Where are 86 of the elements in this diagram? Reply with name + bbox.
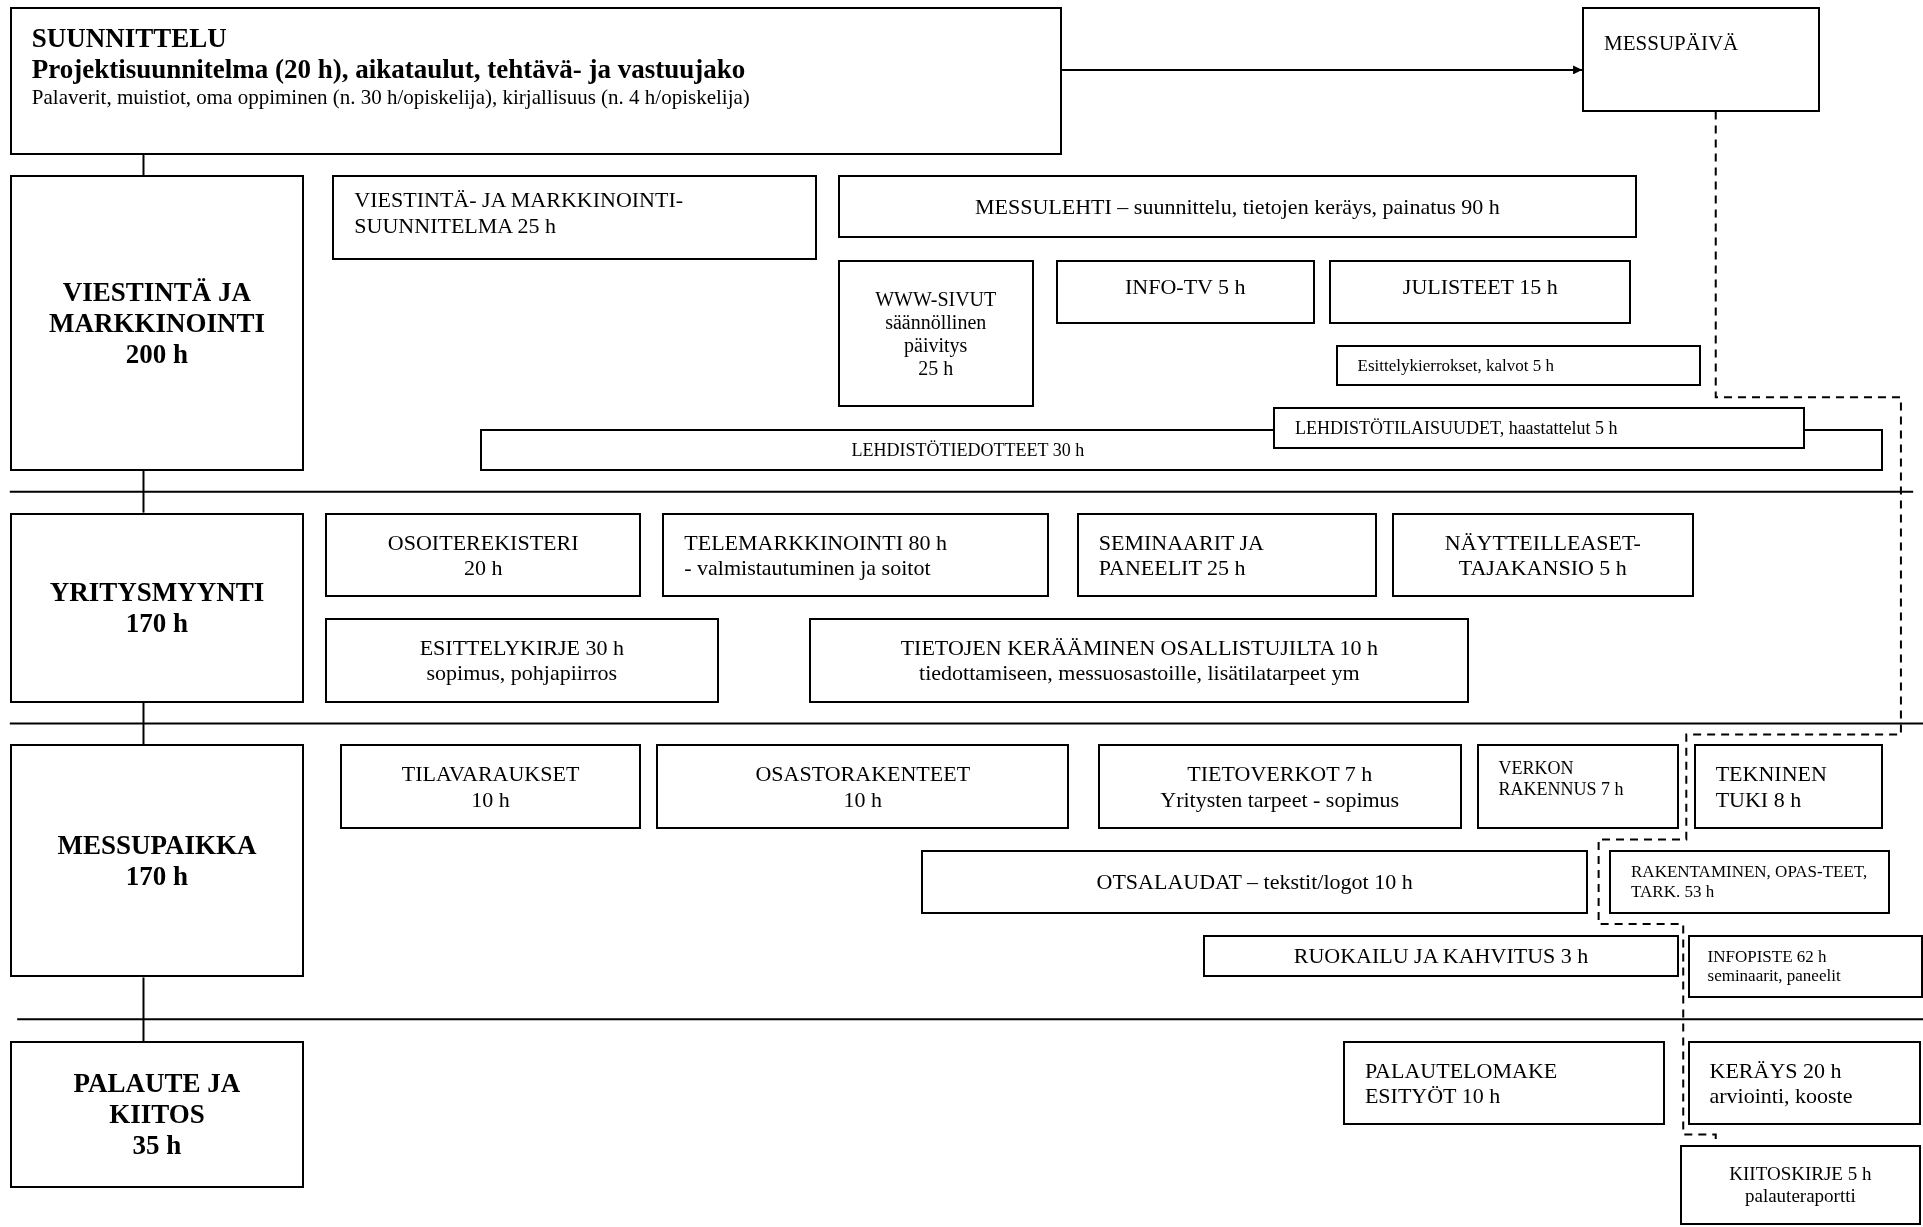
task-box: [1680, 1145, 1921, 1226]
phase-box: [9, 744, 305, 978]
task-box: [1391, 512, 1694, 598]
box-text: - valmistautuminen ja soitot: [684, 554, 931, 581]
box-title: LEHDISTÖTIEDOTTEET 30 h: [851, 439, 1085, 461]
task-box: [1342, 1041, 1666, 1125]
task-box: [332, 175, 817, 260]
task-box: [921, 849, 1589, 914]
box-title: MESSUPAIKKA: [57, 829, 257, 861]
task-box: [1693, 744, 1883, 830]
box-title: TELEMARKKINOINTI 80 h: [684, 529, 947, 555]
box-title: INFO-TV 5 h: [1125, 274, 1246, 300]
box-text: 170 h: [125, 860, 189, 892]
box-title: KIITOSKIRJE 5 h: [1729, 1163, 1872, 1186]
phase-note: Palaverit, muistiot, oma oppiminen (n. 30 h/opiskelija), kirjallisuus (n. 4 h/opiskelija): [31, 85, 750, 110]
box-title: INFOPISTE 62 h: [1707, 946, 1827, 967]
box-title: MESSUPÄIVÄ: [1604, 31, 1739, 56]
box-text: tiedottamiseen, messuosastoille, lisätilatarpeet ym: [919, 660, 1360, 686]
box-title: OTSALAUDAT – tekstit/logot 10 h: [1096, 869, 1413, 895]
box-title: WWW-SIVUT: [875, 287, 997, 311]
box-text: 10 h: [471, 786, 510, 812]
arrow: [1061, 65, 1584, 75]
task-box: [1055, 260, 1315, 324]
task-box: [1687, 934, 1923, 999]
task-box: [325, 512, 642, 598]
box-title: PALAUTE JA KIITOS: [72, 1068, 242, 1131]
task-box: [1687, 1041, 1921, 1125]
connector-line: [142, 701, 145, 746]
box-title: RAKENTAMINEN, OPAS-TEET, TARK. 53 h: [1631, 862, 1869, 902]
box-text: 170 h: [125, 607, 189, 639]
box-text: 200 h: [125, 338, 189, 370]
box-title: Esittelykierrokset, kalvot 5 h: [1357, 355, 1554, 376]
box-text: 10 h: [843, 786, 882, 812]
task-box: [1329, 260, 1632, 324]
task-box: [837, 175, 1638, 238]
box-title: TIETOVERKOT 7 h: [1187, 761, 1373, 787]
box-text: 20 h: [463, 554, 503, 581]
box-text: arviointi, kooste: [1709, 1082, 1853, 1109]
task-box: [1273, 407, 1806, 449]
box-text: Yritysten tarpeet - sopimus: [1160, 786, 1400, 812]
box-text: palauteraportti: [1744, 1185, 1856, 1208]
phase-box: [9, 1041, 305, 1189]
task-box: [1203, 934, 1679, 978]
task-box: [656, 744, 1070, 830]
box-text: säännöllinen päivitys: [884, 310, 988, 357]
box-text: seminaarit, paneelit: [1707, 966, 1841, 986]
box-title: LEHDISTÖTILAISUUDET, haastattelut 5 h: [1295, 417, 1618, 439]
box-text: 35 h: [132, 1130, 182, 1162]
task-box: [1097, 744, 1462, 830]
task-box: [9, 7, 1063, 155]
box-title: YRITYSMYYNTI: [49, 576, 265, 608]
task-box: [1582, 7, 1820, 112]
box-title: ESITTELYKIRJE 30 h: [419, 635, 624, 661]
box-title: PALAUTELOMAKE ESITYÖT 10 h: [1364, 1057, 1559, 1109]
box-title: TIETOJEN KERÄÄMINEN OSALLISTUJILTA 10 h: [900, 635, 1378, 661]
box-title: KERÄYS 20 h: [1709, 1057, 1842, 1083]
phase-subtitle: Projektisuunnitelma (20 h), aikataulut, tehtävä- ja vastuujako: [31, 54, 746, 86]
task-box: [809, 618, 1470, 703]
box-title: OSASTORAKENTEET: [755, 761, 971, 787]
box-title: TEKNINEN TUKI 8 h: [1715, 761, 1828, 812]
box-title: VERKON RAKENNUS 7 h: [1498, 758, 1625, 800]
connector-line: [142, 153, 145, 177]
connector-line: [142, 469, 145, 514]
task-box: [1609, 849, 1890, 914]
box-text: sopimus, pohjapiirros: [426, 660, 618, 686]
phase-box: [9, 512, 305, 703]
box-text: 25 h: [918, 356, 954, 380]
box-title: VIESTINTÄ JA MARKKINOINTI: [47, 276, 266, 339]
box-title: TILAVARAUKSET: [401, 761, 580, 787]
box-title: RUOKAILU JA KAHVITUS 3 h: [1293, 943, 1589, 969]
task-box: [837, 260, 1034, 408]
box-title: MESSULEHTI – suunnittelu, tietojen keräys, painatus 90 h: [975, 194, 1500, 220]
task-box: [325, 618, 719, 703]
phase-box: [9, 175, 305, 471]
task-box: [1335, 344, 1701, 387]
task-box: [1476, 744, 1679, 830]
task-box: [662, 512, 1049, 598]
task-box: [1076, 512, 1378, 598]
phase-title: SUUNNITTELU: [31, 23, 227, 55]
connector-line: [142, 976, 145, 1043]
box-title: VIESTINTÄ- JA MARKKINOINTI-SUUNNITELMA 25 h: [354, 187, 685, 238]
task-box: [339, 744, 642, 830]
box-title: JULISTEET 15 h: [1402, 274, 1558, 300]
box-title: NÄYTTEILLEASET-TAJAKANSIO 5 h: [1443, 529, 1642, 581]
box-title: SEMINAARIT JA PANEELIT 25 h: [1098, 529, 1265, 581]
box-title: OSOITEREKISTERI: [387, 529, 579, 555]
